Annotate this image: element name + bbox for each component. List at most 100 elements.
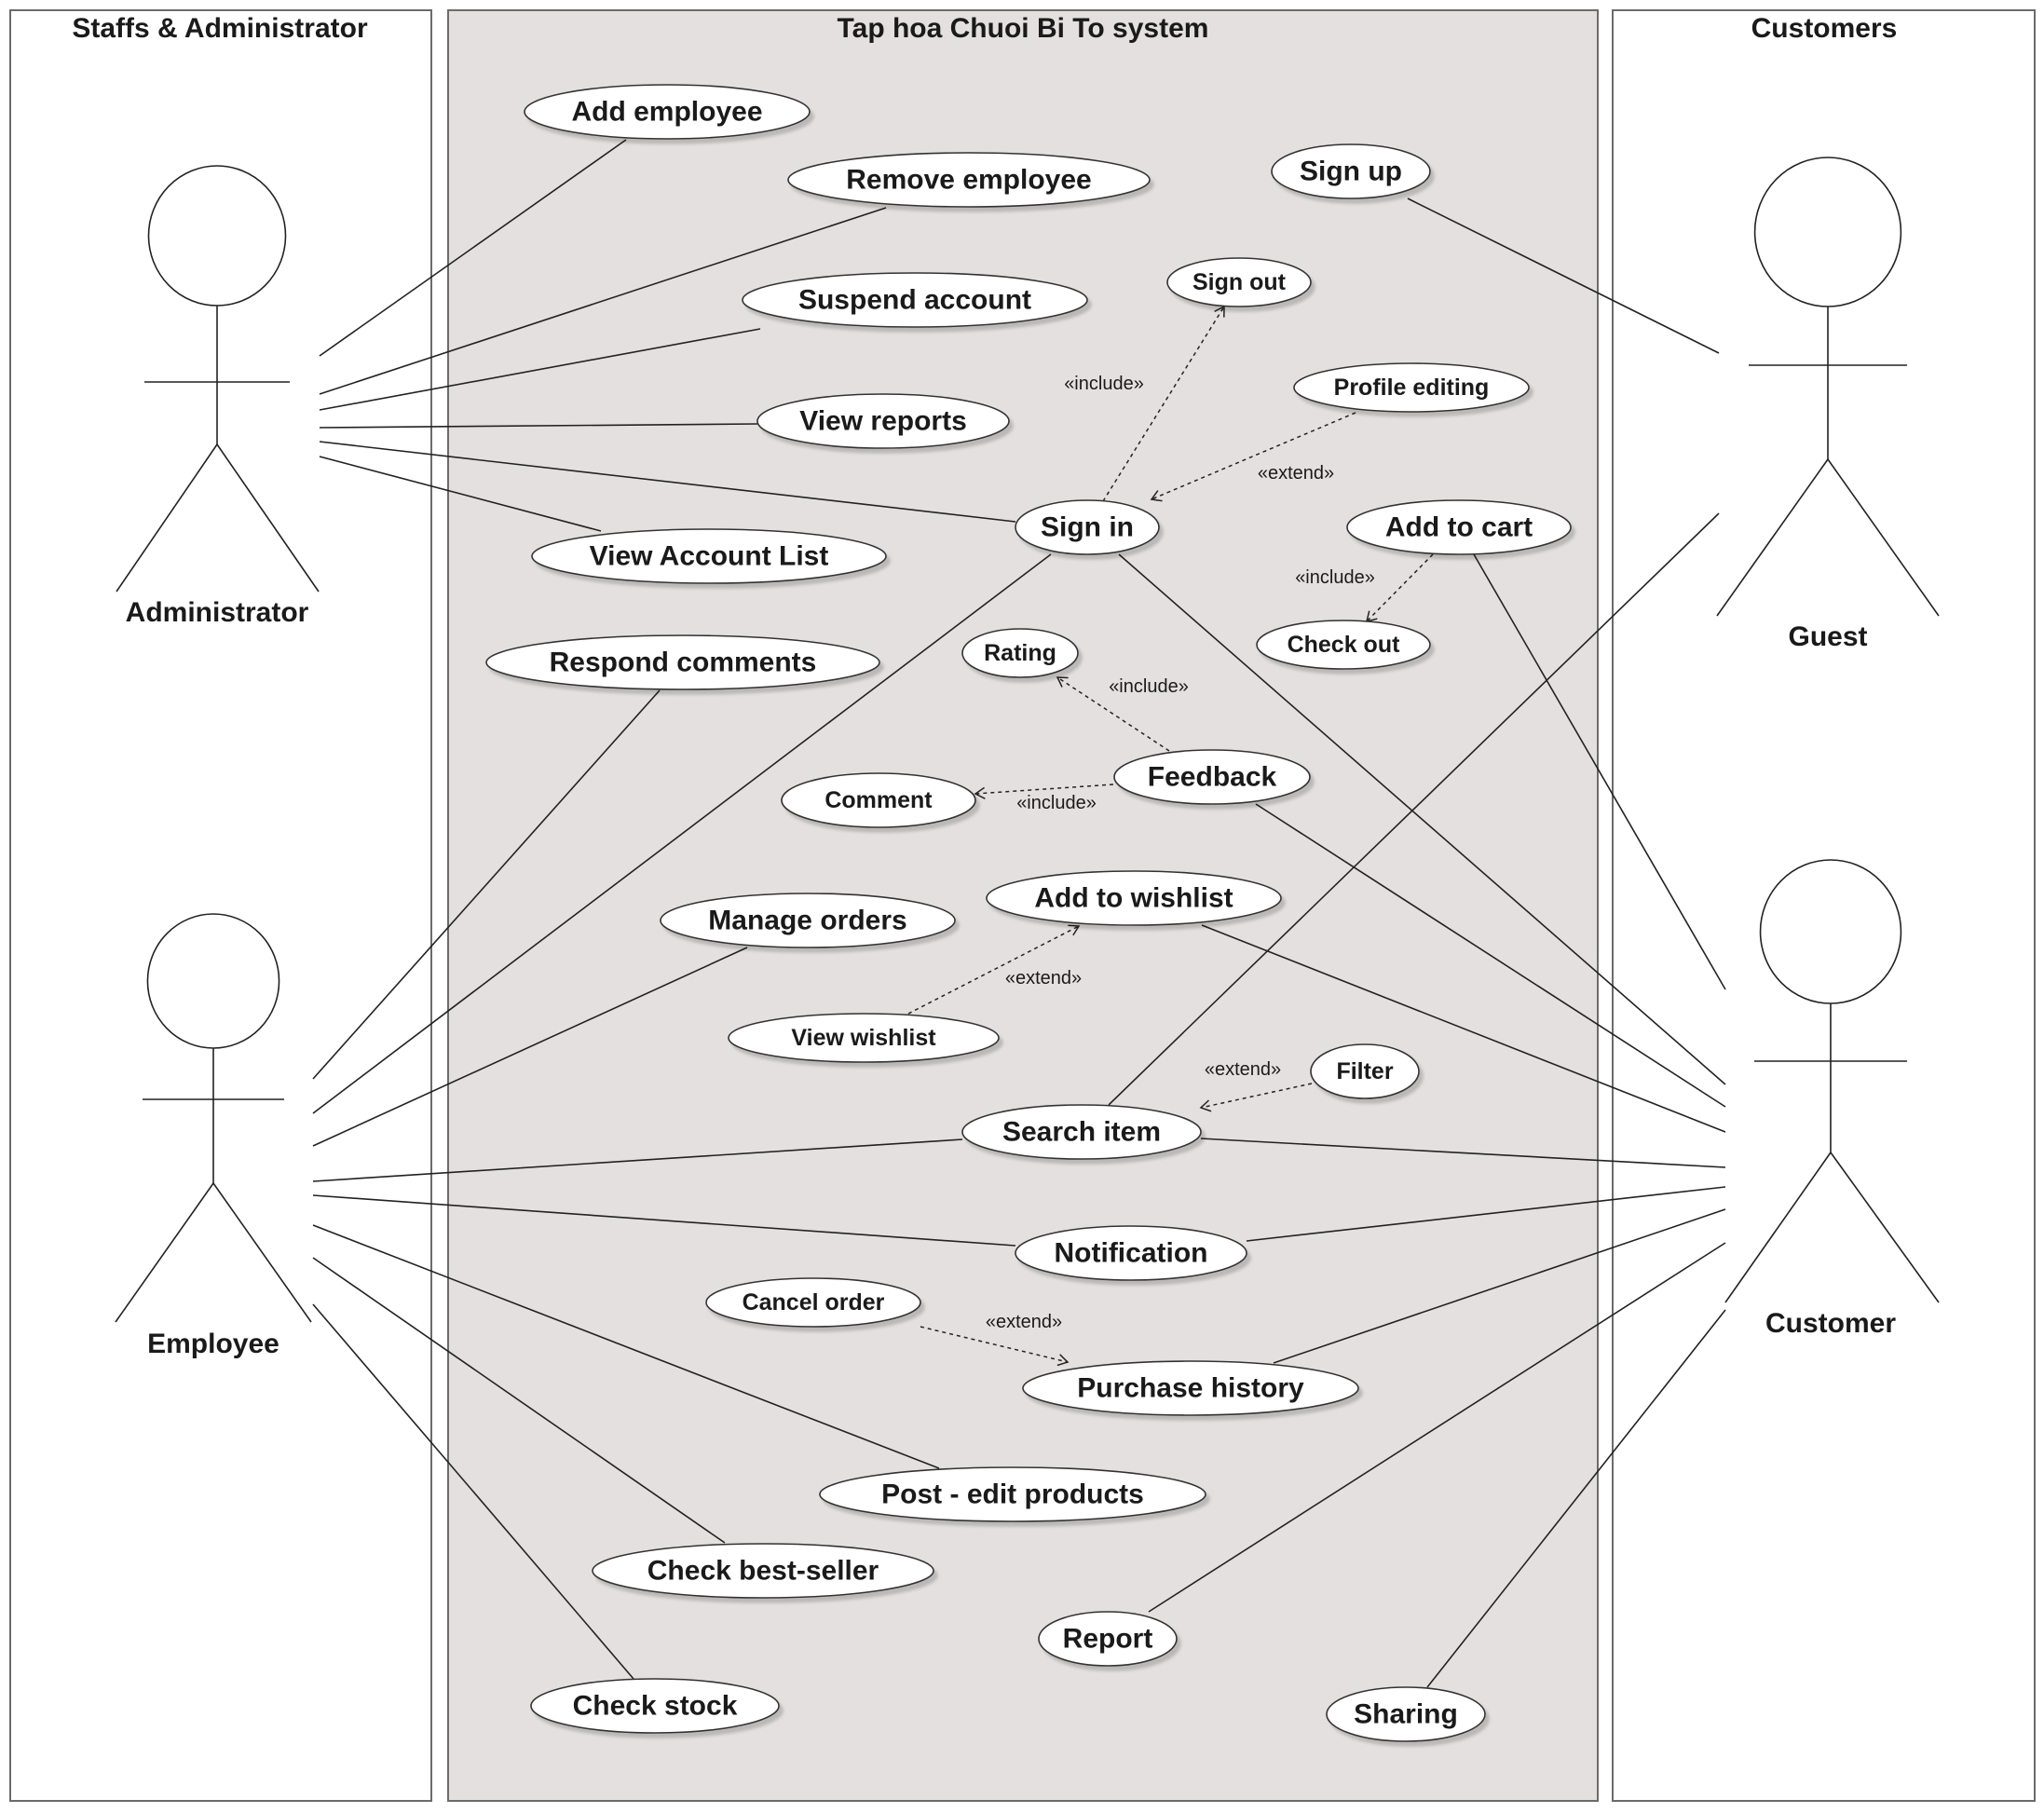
staff-pane <box>9 9 432 1802</box>
use-case-sharing[interactable]: Sharing <box>1326 1686 1486 1742</box>
use-case-ellipse <box>756 393 1010 449</box>
use-case-check-stock[interactable]: Check stock <box>530 1678 780 1734</box>
use-case-report[interactable]: Report <box>1038 1611 1178 1667</box>
use-case-notification[interactable]: Notification <box>1015 1225 1247 1281</box>
stereotype-label: «include» <box>1109 676 1189 697</box>
use-case-cancel-order[interactable]: Cancel order <box>705 1277 921 1328</box>
actor-administrator[interactable]: Administrator <box>116 165 320 628</box>
dependency-cancel-order-purchase-history <box>920 1326 1070 1367</box>
use-case-label: Sign up <box>1300 157 1402 187</box>
use-case-view-reports[interactable]: View reports <box>756 393 1010 449</box>
use-case-respond-comments[interactable]: Respond comments <box>485 634 880 690</box>
use-case-manage-orders[interactable]: Manage orders <box>660 893 956 948</box>
use-case-filter[interactable]: Filter <box>1310 1043 1420 1099</box>
use-case-check-best-seller[interactable]: Check best-seller <box>592 1543 934 1599</box>
use-case-label: Add employee <box>571 97 762 128</box>
use-case-label: View reports <box>799 406 967 437</box>
use-case-label: Report <box>1063 1624 1153 1655</box>
actor-right-leg <box>1827 458 1940 617</box>
use-case-ellipse <box>1293 362 1530 413</box>
use-case-label: Sign in <box>1041 512 1134 543</box>
use-case-remove-employee[interactable]: Remove employee <box>787 152 1151 208</box>
use-case-sign-out[interactable]: Sign out <box>1166 257 1312 307</box>
association-customer-sign-in <box>1118 553 1726 1085</box>
association-employee-sign-in <box>312 553 1052 1114</box>
association-employee-respond-comments <box>312 689 661 1080</box>
use-case-label: View wishlist <box>791 1025 936 1051</box>
association-customer-notification <box>1246 1186 1726 1242</box>
use-case-label: Comment <box>824 787 933 813</box>
actor-employee[interactable]: Employee <box>115 913 312 1359</box>
use-case-label: Feedback <box>1148 762 1277 793</box>
association-guest-search-item <box>1108 512 1720 1106</box>
use-case-ellipse <box>819 1466 1206 1522</box>
use-case-profile-editing[interactable]: Profile editing <box>1293 362 1530 413</box>
actor-left-leg <box>1724 1152 1832 1303</box>
association-administrator-remove-employee <box>319 207 887 395</box>
dependency-feedback-comment <box>974 784 1114 799</box>
use-case-ellipse <box>1166 257 1312 307</box>
use-case-ellipse <box>1310 1043 1420 1099</box>
use-case-ellipse <box>787 152 1151 208</box>
use-case-label: Cancel order <box>743 1289 885 1315</box>
customers-pane <box>1612 9 2036 1802</box>
use-case-purchase-history[interactable]: Purchase history <box>1022 1360 1359 1416</box>
use-case-add-to-wishlist[interactable]: Add to wishlist <box>986 870 1282 926</box>
use-case-ellipse <box>530 1678 780 1734</box>
use-case-ellipse <box>592 1543 934 1599</box>
use-case-label: Suspend account <box>798 285 1031 316</box>
use-case-ellipse <box>961 1104 1202 1160</box>
use-case-ellipse <box>1326 1686 1486 1742</box>
use-case-ellipse <box>986 870 1282 926</box>
use-case-label: Add to wishlist <box>1034 883 1233 914</box>
use-case-sign-in[interactable]: Sign in <box>1015 499 1160 555</box>
actor-guest[interactable]: Guest <box>1716 157 1940 652</box>
stereotype-label: «include» <box>1016 793 1097 813</box>
actor-left-leg <box>1716 458 1829 617</box>
stereotype-label: «extend» <box>1205 1059 1281 1080</box>
use-case-check-out[interactable]: Check out <box>1256 620 1431 670</box>
use-case-sign-up[interactable]: Sign up <box>1271 143 1431 199</box>
association-customer-feedback <box>1255 803 1726 1108</box>
use-case-ellipse <box>781 772 976 828</box>
actor-customer[interactable]: Customer <box>1724 859 1940 1339</box>
use-case-label: Check best-seller <box>647 1556 879 1587</box>
use-case-feedback[interactable]: Feedback <box>1113 749 1311 805</box>
use-case-label: Check stock <box>573 1691 738 1722</box>
use-case-add-employee[interactable]: Add employee <box>524 84 811 140</box>
use-case-ellipse <box>660 893 956 948</box>
use-case-label: Manage orders <box>708 906 906 936</box>
actor-label: Employee <box>147 1329 279 1359</box>
actor-right-leg <box>1830 1152 1940 1303</box>
actor-label: Guest <box>1788 621 1867 652</box>
use-case-post-edit-products[interactable]: Post - edit products <box>819 1466 1206 1522</box>
system-title: Tap hoa Chuoi Bi To system <box>838 13 1209 44</box>
actor-left-leg <box>116 443 218 593</box>
use-case-ellipse <box>1113 749 1311 805</box>
use-case-label: View Account List <box>590 541 829 572</box>
use-case-add-to-cart[interactable]: Add to cart <box>1346 499 1572 555</box>
use-case-suspend-account[interactable]: Suspend account <box>742 272 1088 328</box>
use-case-view-wishlist[interactable]: View wishlist <box>728 1013 1000 1063</box>
association-customer-sharing <box>1426 1309 1726 1688</box>
association-administrator-view-reports <box>319 423 758 429</box>
use-case-label: Sharing <box>1354 1699 1458 1730</box>
stereotype-label: «include» <box>1064 374 1144 394</box>
use-case-ellipse <box>1015 499 1160 555</box>
stereotype-label: «extend» <box>1258 463 1334 484</box>
use-case-label: Profile editing <box>1334 375 1490 401</box>
use-case-rating[interactable]: Rating <box>961 628 1079 678</box>
use-case-view-account-list[interactable]: View Account List <box>531 528 887 584</box>
use-case-ellipse <box>961 628 1079 678</box>
association-employee-search-item <box>312 1138 963 1182</box>
use-case-comment[interactable]: Comment <box>781 772 976 828</box>
actor-label: Customer <box>1765 1308 1896 1339</box>
actor-left-leg <box>115 1182 214 1323</box>
use-case-ellipse <box>1346 499 1572 555</box>
use-case-search-item[interactable]: Search item <box>961 1104 1202 1160</box>
use-case-label: Rating <box>984 640 1056 666</box>
association-administrator-add-employee <box>319 139 627 357</box>
association-employee-check-best-seller <box>312 1257 726 1544</box>
